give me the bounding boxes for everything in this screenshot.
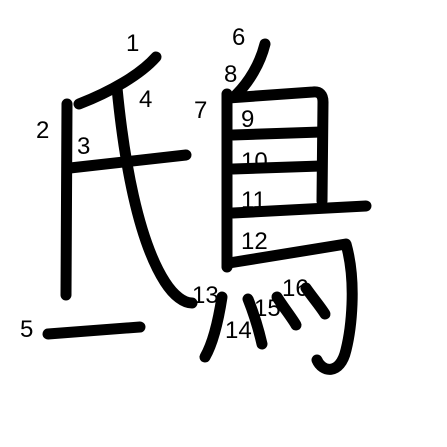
stroke-number-5: 5 bbox=[20, 316, 33, 343]
stroke-6 bbox=[230, 38, 271, 101]
stroke-11 bbox=[227, 200, 372, 219]
stroke-number-14: 14 bbox=[225, 317, 252, 344]
stroke-1 bbox=[73, 51, 162, 110]
stroke-number-7: 7 bbox=[194, 97, 207, 124]
stroke-15 bbox=[271, 291, 302, 331]
stroke-number-9: 9 bbox=[241, 106, 254, 133]
stroke-10 bbox=[227, 160, 327, 175]
stroke-number-3: 3 bbox=[77, 133, 90, 160]
stroke-2 bbox=[60, 98, 73, 301]
stroke-number-15: 15 bbox=[254, 295, 281, 322]
stroke-9 bbox=[227, 126, 327, 141]
stroke-5 bbox=[42, 321, 146, 340]
stroke-number-6: 6 bbox=[232, 24, 245, 51]
stroke-14 bbox=[242, 293, 268, 350]
stroke-13 bbox=[199, 291, 228, 363]
stroke-number-11: 11 bbox=[241, 187, 266, 214]
stroke-4 bbox=[111, 82, 198, 309]
stroke-8 bbox=[222, 86, 329, 207]
stroke-number-13: 13 bbox=[192, 282, 219, 309]
stroke-number-10: 10 bbox=[241, 148, 268, 175]
stroke-number-12: 12 bbox=[241, 228, 268, 255]
stroke-number-2: 2 bbox=[36, 117, 49, 144]
stroke-number-4: 4 bbox=[139, 86, 152, 113]
stroke-number-16: 16 bbox=[282, 275, 309, 302]
stroke-12 bbox=[223, 238, 358, 375]
stroke-16 bbox=[300, 282, 331, 320]
stroke-number-1: 1 bbox=[126, 30, 139, 57]
stroke-number-8: 8 bbox=[224, 61, 237, 88]
